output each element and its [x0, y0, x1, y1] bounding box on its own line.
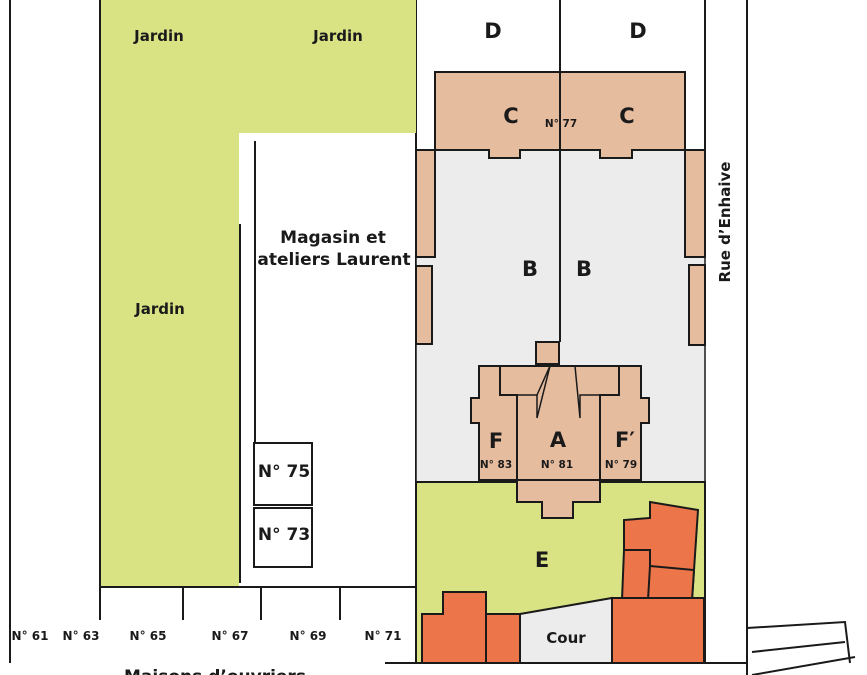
label-a: A [550, 428, 567, 452]
label-d-left: D [484, 19, 501, 43]
label-house-n65: N° 65 [130, 629, 167, 643]
label-n73: N° 73 [258, 525, 310, 545]
lot-n73-box [253, 507, 313, 568]
label-c-right: C [619, 104, 634, 128]
label-garden-middle: Jardin [134, 300, 185, 318]
label-garden-top-left: Jardin [133, 27, 184, 45]
label-bottom-caption: Maisons d’ouvriers [124, 667, 306, 675]
workers-row [99, 586, 747, 664]
garden-left-area [100, 133, 239, 587]
pavilion-right-1 [684, 149, 706, 258]
label-house-n69: N° 69 [290, 629, 327, 643]
small-block [535, 341, 560, 365]
label-c-number: N° 77 [545, 118, 577, 130]
wing-a-front [516, 479, 601, 519]
label-f-prime: F′ [615, 428, 635, 452]
label-f-number: N° 83 [480, 459, 512, 471]
label-house-n61: N° 61 [12, 629, 49, 643]
lot-n75-box [253, 442, 313, 506]
label-house-n63: N° 63 [63, 629, 100, 643]
label-c-left: C [503, 104, 518, 128]
pavilion-left-2 [415, 265, 433, 345]
label-f: F [489, 429, 503, 453]
label-shop-line2: ateliers Laurent [257, 250, 410, 270]
label-b-left: B [522, 257, 538, 281]
label-e: E [535, 548, 549, 572]
pavilion-left-1 [415, 149, 436, 258]
label-street: Rue d’Enhaive [716, 162, 734, 283]
label-house-n67: N° 67 [212, 629, 249, 643]
label-cour: Cour [546, 629, 586, 647]
pavilion-right-2 [688, 264, 706, 346]
label-n75: N° 75 [258, 462, 310, 482]
garden-top-area [100, 0, 416, 133]
lots-d [559, 0, 706, 150]
label-shop-line1: Magasin et [280, 228, 386, 248]
street-corner [746, 620, 856, 675]
annex-buildings [421, 500, 705, 664]
label-f-prime-number: N° 79 [605, 459, 637, 471]
label-d-right: D [629, 19, 646, 43]
label-garden-top-right: Jardin [312, 27, 363, 45]
label-a-number: N° 81 [541, 459, 573, 471]
label-house-n71: N° 71 [365, 629, 402, 643]
label-b-right: B [576, 257, 592, 281]
